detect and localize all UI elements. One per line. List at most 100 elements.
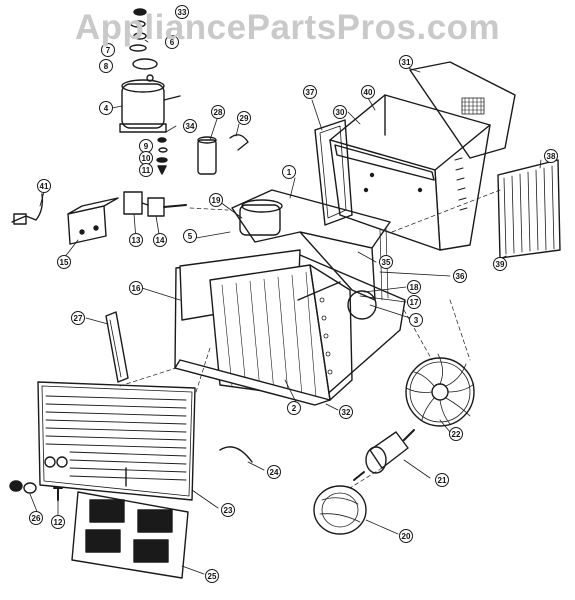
callout-label: 15 <box>60 258 69 267</box>
fan-motor <box>353 429 415 481</box>
callout-circle <box>183 119 197 133</box>
callout-circle <box>71 311 85 325</box>
callout-label: 40 <box>364 88 373 97</box>
callout-label: 2 <box>292 404 297 413</box>
callout-label: 32 <box>342 408 351 417</box>
callout-label: 36 <box>456 272 465 281</box>
callout-label: 6 <box>170 38 175 47</box>
callout-circle <box>282 165 296 179</box>
drain-tube <box>219 446 253 463</box>
callout-label: 38 <box>547 152 556 161</box>
callout-label: 18 <box>410 283 419 292</box>
callout-circle <box>29 511 43 525</box>
callout-circle <box>139 163 153 177</box>
callout-label: 16 <box>132 284 141 293</box>
callout-label: 35 <box>382 258 391 267</box>
callout-label: 1 <box>287 168 292 177</box>
side-curtain <box>105 311 129 383</box>
callout-circle <box>57 255 71 269</box>
callout-label: 25 <box>208 572 217 581</box>
callout-label: 24 <box>270 468 279 477</box>
rear-louver <box>497 159 561 259</box>
blower-wheel <box>405 353 475 427</box>
control-knobs <box>9 480 63 501</box>
callout-label: 29 <box>240 114 249 123</box>
callout-label: 31 <box>402 58 411 67</box>
callout-circle <box>153 233 167 247</box>
callout-label: 37 <box>306 88 315 97</box>
callout-circle <box>165 35 179 49</box>
callout-label: 5 <box>188 232 193 241</box>
cabinet-top-panel <box>409 61 516 159</box>
callout-label: 23 <box>224 506 233 515</box>
callout-label: 10 <box>142 154 151 163</box>
compressor-hardware <box>129 8 168 175</box>
callout-circle <box>361 85 375 99</box>
callout-label: 21 <box>438 476 447 485</box>
callout-label: 20 <box>402 532 411 541</box>
fan-shroud <box>347 290 377 320</box>
capacitor <box>197 134 249 175</box>
callout-circle <box>449 427 463 441</box>
callout-circle <box>333 105 347 119</box>
callout-circle <box>453 269 467 283</box>
callout-circle <box>493 257 507 271</box>
callout-circle <box>409 313 423 327</box>
callout-label: 8 <box>104 62 109 71</box>
callout-label: 30 <box>336 108 345 117</box>
assembly-guides <box>119 189 501 489</box>
callout-label: 28 <box>214 108 223 117</box>
air-filter <box>71 491 189 579</box>
callout-circle <box>129 281 143 295</box>
callout-label: 9 <box>144 142 149 151</box>
callout-label: 33 <box>178 8 187 17</box>
callout-label: 3 <box>414 316 419 325</box>
callout-circle <box>339 405 353 419</box>
callout-circle <box>101 43 115 57</box>
callout-label: 4 <box>104 104 109 113</box>
rotary-switch <box>123 191 187 217</box>
leader-lines <box>29 39 542 575</box>
callout-circle <box>287 401 301 415</box>
callout-circle <box>51 515 65 529</box>
callout-circle <box>205 569 219 583</box>
callout-label: 41 <box>40 182 49 191</box>
cabinet-wrapper <box>329 94 491 251</box>
callout-label: 7 <box>106 46 111 55</box>
callout-label: 12 <box>54 518 63 527</box>
condenser-fan <box>313 485 367 535</box>
callout-circle <box>399 55 413 69</box>
callout-circle <box>237 111 251 125</box>
base-chassis <box>174 249 406 406</box>
callout-label: 34 <box>186 122 195 131</box>
callout-label: 26 <box>32 514 41 523</box>
callout-label: 19 <box>212 196 221 205</box>
callout-circle <box>303 85 317 99</box>
front-grille <box>37 381 196 501</box>
callout-circle <box>37 179 51 193</box>
callout-circle <box>544 149 558 163</box>
callout-label: 17 <box>410 298 419 307</box>
callout-label: 11 <box>142 166 151 175</box>
callout-circle <box>129 233 143 247</box>
callout-circle <box>209 193 223 207</box>
callout-circle <box>183 229 197 243</box>
callout-label: 22 <box>452 430 461 439</box>
callout-circle <box>211 105 225 119</box>
callout-circle <box>175 5 189 19</box>
callout-circle <box>99 101 113 115</box>
compressor <box>119 74 181 133</box>
callout-label: 39 <box>496 260 505 269</box>
callout-circle <box>435 473 449 487</box>
callout-circle <box>221 503 235 517</box>
callout-circle <box>407 295 421 309</box>
callout-circle <box>379 255 393 269</box>
callout-circle <box>399 529 413 543</box>
callout-circle <box>267 465 281 479</box>
callout-circle <box>99 59 113 73</box>
callout-label: 14 <box>156 236 165 245</box>
callout-label: 27 <box>74 314 83 323</box>
callout-label: 13 <box>132 236 141 245</box>
